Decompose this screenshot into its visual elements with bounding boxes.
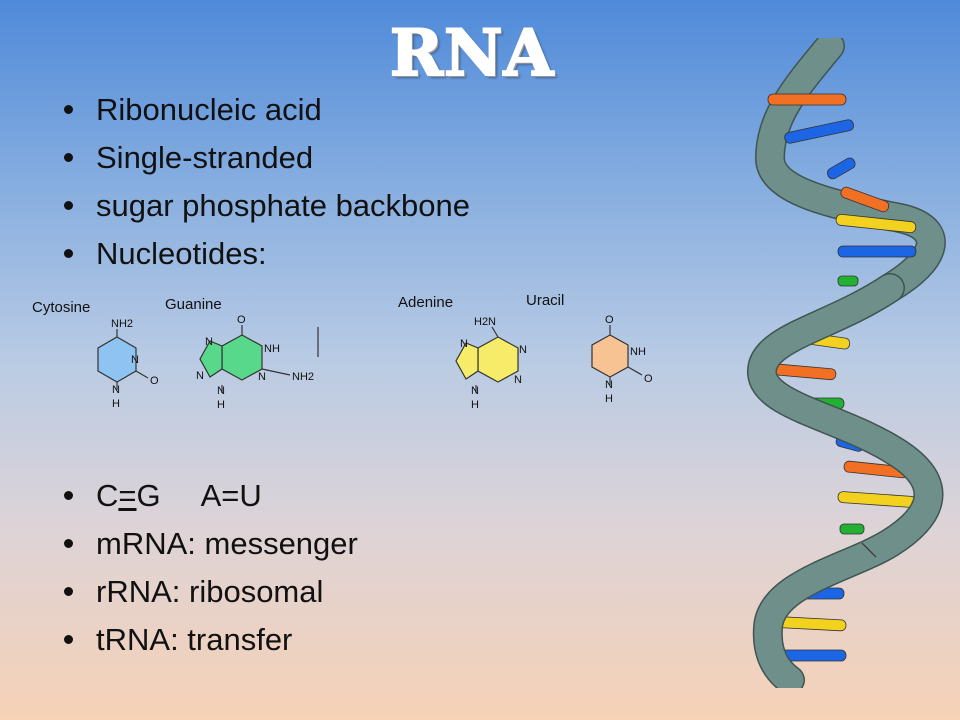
uracil-ring (591, 334, 629, 378)
pair-au: A=U (200, 478, 262, 513)
adenine-amine: H2N (474, 316, 496, 328)
helix-bases (763, 93, 917, 662)
adenine-h: H (471, 399, 479, 411)
uracil-nh: NH (630, 346, 646, 358)
bullet-dot-icon (64, 201, 73, 210)
bullet-dot-icon (64, 587, 73, 596)
rna-helix-illustration (747, 38, 946, 688)
bullet-text: tRNA: transfer (96, 622, 293, 657)
bullet-item: sugar phosphate backbone (60, 182, 470, 230)
bullet-text: mRNA: messenger (96, 526, 358, 561)
bullet-item: rRNA: ribosomal (60, 568, 358, 616)
guanine-nh: NH (264, 343, 280, 355)
base-bar (826, 157, 856, 180)
cytosine-structure: NH2 N O N H (97, 318, 159, 410)
slide-title: RNA (389, 15, 555, 92)
cytosine-amine: NH2 (111, 318, 133, 330)
nucleotide-structures: Cytosine Guanine Adenine Uracil NH2 N O … (0, 285, 700, 425)
bullet-text: sugar phosphate backbone (96, 188, 471, 223)
molecule-diagrams: NH2 N O N H O NH N N N N H NH (97, 314, 653, 411)
bullet-text: Ribonucleic acid (96, 92, 322, 127)
bullet-dot-icon (64, 635, 73, 644)
guanine-amine: NH2 (292, 371, 314, 383)
adenine-label: Adenine (398, 294, 454, 311)
adenine-n-top: N (460, 338, 468, 350)
base-bar (767, 93, 847, 106)
base-bar (837, 491, 917, 508)
adenine-n-right: N (519, 344, 527, 356)
base-bar (835, 213, 917, 234)
uracil-structure: O NH N H O (591, 314, 653, 405)
guanine-structure: O NH N N N N H NH2 (196, 314, 319, 411)
helix-pointer-mark (861, 542, 877, 558)
cytosine-n: N (131, 354, 139, 366)
bullet-item: mRNA: messenger (60, 520, 358, 568)
bullet-list-top: Ribonucleic acid Single-stranded sugar p… (60, 86, 470, 278)
helix-strand-front (748, 274, 942, 688)
guanine-ring-5 (199, 340, 223, 378)
bullet-dot-icon (64, 105, 73, 114)
bullet-text: Nucleotides: (96, 236, 267, 271)
base-bar (837, 245, 917, 258)
pair-c: C (96, 478, 119, 513)
bullet-text: Single-stranded (96, 140, 314, 175)
guanine-h: H (217, 399, 225, 411)
adenine-n-bottom: N (514, 374, 522, 386)
guanine-n: N (258, 371, 266, 383)
bullet-item: Single-stranded (60, 134, 470, 182)
guanine-label: Guanine (165, 296, 222, 313)
pair-cg-equals: = (118, 478, 137, 513)
uracil-n: N (605, 379, 613, 391)
base-bar (837, 275, 859, 287)
bullet-item: Nucleotides: (60, 230, 470, 278)
bullet-item-pairs: C=G A=U (60, 472, 358, 520)
bullet-dot-icon (64, 249, 73, 258)
guanine-n-bottom: N (217, 385, 225, 397)
bullet-dot-icon (64, 153, 73, 162)
cytosine-h: H (112, 398, 120, 410)
adenine-structure: H2N N N N N H (455, 316, 527, 411)
bullet-dot-icon (64, 491, 73, 500)
bullet-list-bottom: C=G A=U mRNA: messenger rRNA: ribosomal t… (60, 472, 358, 664)
base-bar (784, 119, 854, 144)
bullet-dot-icon (64, 539, 73, 548)
guanine-o: O (237, 314, 246, 326)
base-bar (840, 186, 890, 213)
uracil-o-bottom: O (644, 373, 653, 385)
guanine-n-left: N (196, 370, 204, 382)
cytosine-label: Cytosine (32, 299, 91, 316)
cytosine-o: O (150, 375, 159, 387)
bullet-text: rRNA: ribosomal (96, 574, 324, 609)
guanine-n-top: N (205, 336, 213, 348)
uracil-h: H (605, 393, 613, 405)
pair-g: G (136, 478, 161, 513)
adenine-nh: N (471, 385, 479, 397)
uracil-o-top: O (605, 314, 614, 326)
adenine-ring-5 (455, 342, 479, 380)
bullet-item: tRNA: transfer (60, 616, 358, 664)
bullet-item: Ribonucleic acid (60, 86, 470, 134)
guanine-ring-6 (221, 334, 263, 381)
uracil-label: Uracil (526, 292, 565, 309)
adenine-ring-6 (477, 336, 519, 383)
base-bar (839, 523, 865, 535)
cytosine-nh: N (112, 384, 120, 396)
